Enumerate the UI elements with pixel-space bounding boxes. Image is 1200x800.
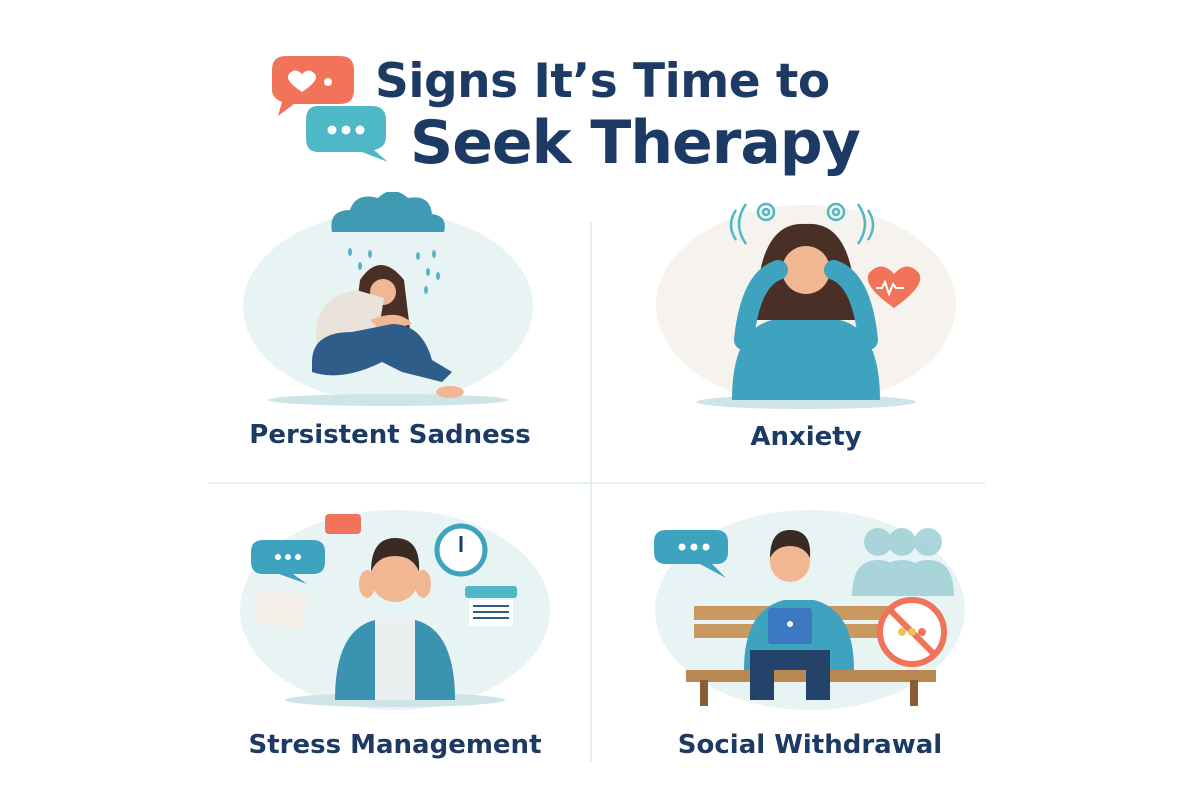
anxious-woman-with-racing-heart-icon bbox=[656, 202, 956, 409]
card-anxiety: Anxiety bbox=[636, 180, 976, 452]
card-label: Persistent Sadness bbox=[249, 420, 531, 450]
card-label: Stress Management bbox=[248, 730, 542, 760]
title-line-2: Seek Therapy bbox=[410, 108, 861, 178]
card-persistent-sadness: Persistent Sadness bbox=[220, 192, 560, 462]
vertical-divider bbox=[590, 222, 592, 762]
card-label: Anxiety bbox=[750, 422, 862, 452]
typing-chat-bubble-icon bbox=[306, 106, 388, 162]
heart-chat-bubble-icon bbox=[272, 56, 354, 116]
man-alone-on-bench-icon bbox=[654, 510, 965, 710]
card-label: Social Withdrawal bbox=[677, 730, 943, 760]
sad-woman-under-rain-cloud-icon bbox=[243, 192, 533, 406]
horizontal-divider bbox=[208, 482, 985, 484]
stressed-man-with-clock-and-papers-icon bbox=[240, 510, 550, 710]
card-stress-management: Stress Management bbox=[225, 500, 565, 770]
title-line-1: Signs It’s Time to bbox=[375, 54, 830, 109]
header: Signs It’s Time to Seek Therapy bbox=[260, 40, 900, 180]
card-social-withdrawal: Social Withdrawal bbox=[640, 500, 980, 770]
